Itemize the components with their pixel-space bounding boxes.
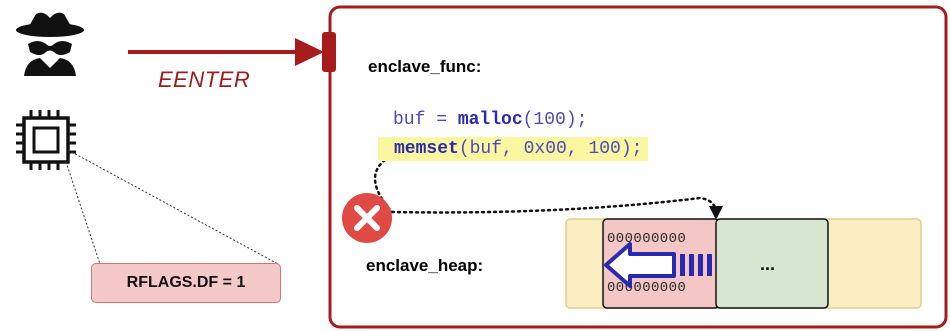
code-memset-call: memset [394, 139, 459, 159]
code-malloc-args: (100); [522, 110, 588, 130]
enclave-heap-label: enclave_heap: [366, 256, 484, 275]
code-line-memset: memset(buf, 0x00, 100); [378, 137, 649, 161]
code-malloc-call: malloc [457, 110, 523, 130]
code-buf-ident: buf [393, 110, 426, 130]
attacker-icon [16, 12, 84, 76]
enclave-entry-gate [322, 32, 336, 72]
heap-ellipsis: ... [760, 254, 776, 274]
rflags-label: RFLAGS.DF = 1 [126, 274, 246, 291]
callout-line-right [67, 149, 279, 265]
rflags-box: RFLAGS.DF = 1 [91, 263, 281, 303]
code-line-malloc: buf = malloc(100); [393, 110, 587, 130]
eenter-arrowhead [295, 38, 324, 66]
flow-arrowhead [709, 206, 723, 220]
code-assign-op: = [425, 110, 458, 130]
eenter-label: EENTER [158, 67, 251, 92]
flow-arrow [373, 158, 718, 214]
enclave-func-label: enclave_func: [368, 57, 482, 76]
cpu-chip-icon [16, 110, 76, 170]
code-memset-args: (buf, 0x00, 100); [458, 139, 643, 159]
heap-bits-top: 000000000 [607, 231, 687, 247]
heap-block-next [715, 218, 829, 309]
callout-line-left [65, 161, 101, 265]
left-arrow-icon [604, 242, 712, 288]
error-x-icon [342, 193, 392, 243]
